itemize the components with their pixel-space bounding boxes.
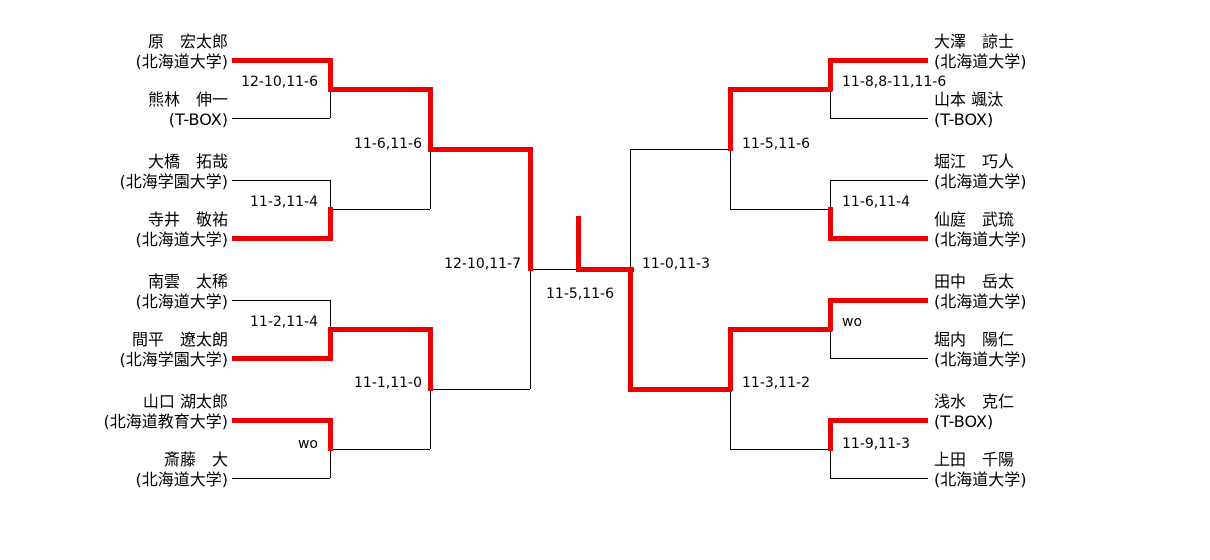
player-affiliation: (北海道大学) xyxy=(135,230,229,249)
winner-path-segment xyxy=(328,87,432,92)
bracket-line xyxy=(232,300,330,301)
player-name: 寺井 敬祐 xyxy=(147,210,228,229)
winner-path-segment xyxy=(828,418,833,451)
bracket-line xyxy=(430,389,530,390)
winner-path-segment xyxy=(628,267,633,391)
winner-path-segment xyxy=(428,87,433,151)
winner-path-segment xyxy=(576,267,634,272)
player-name: 原 宏太郎 xyxy=(147,32,228,51)
bracket-line xyxy=(232,118,330,119)
winner-path-segment xyxy=(728,327,733,391)
match-score: 11-6,11-4 xyxy=(842,194,910,210)
bracket-line xyxy=(830,180,928,181)
match-score: 11-3,11-4 xyxy=(250,194,318,210)
bracket-line xyxy=(730,449,830,450)
player-affiliation: (T-BOX) xyxy=(168,110,228,129)
winner-path-segment xyxy=(232,58,332,63)
player-name: 上田 千陽 xyxy=(934,450,1015,469)
bracket-line xyxy=(730,209,830,210)
player-affiliation: (北海道教育大学) xyxy=(103,412,229,431)
match-score: 11-3,11-2 xyxy=(742,375,810,391)
winner-path-segment xyxy=(528,147,533,271)
player-name: 熊林 伸一 xyxy=(147,90,228,109)
match-score: 11-9,11-3 xyxy=(842,436,910,452)
player-affiliation: (北海道大学) xyxy=(934,172,1027,191)
player-name: 南雲 太稀 xyxy=(147,272,228,291)
bracket-line xyxy=(330,449,430,450)
winner-path-segment xyxy=(628,387,732,392)
match-score: 11-5,11-6 xyxy=(742,136,810,152)
match-score: 11-1,11-0 xyxy=(354,375,422,391)
bracket-line xyxy=(232,478,330,479)
match-score: 12-10,11-6 xyxy=(241,74,318,90)
match-score: 11-0,11-3 xyxy=(642,256,710,272)
match-score: wo xyxy=(842,314,863,330)
winner-path-segment xyxy=(828,298,833,331)
player-name: 山口 湖太郎 xyxy=(142,392,228,411)
player-name: 堀江 巧人 xyxy=(934,152,1015,171)
player-name: 大澤 諒士 xyxy=(934,32,1015,51)
winner-path-segment xyxy=(328,327,333,361)
bracket-line xyxy=(330,209,430,210)
player-name: 田中 岳太 xyxy=(934,272,1015,291)
player-name: 仙庭 武琉 xyxy=(934,210,1015,229)
winner-path-segment xyxy=(828,58,833,91)
player-name: 堀内 陽仁 xyxy=(934,330,1015,349)
winner-path-segment xyxy=(328,418,333,451)
winner-path-segment xyxy=(576,216,581,272)
match-score: 11-6,11-6 xyxy=(354,136,422,152)
winner-path-segment xyxy=(828,58,928,63)
player-affiliation: (北海学園大学) xyxy=(119,172,229,191)
winner-path-segment xyxy=(328,327,432,332)
bracket-line xyxy=(630,149,730,150)
player-affiliation: (北海道大学) xyxy=(135,52,229,71)
winner-path-segment xyxy=(428,147,532,152)
match-score: 12-10,11-7 xyxy=(444,256,521,272)
player-affiliation: (北海道大学) xyxy=(934,350,1027,369)
player-affiliation: (北海道大学) xyxy=(135,470,229,489)
winner-path-segment xyxy=(428,327,433,391)
match-score: 11-2,11-4 xyxy=(250,314,318,330)
player-affiliation: (北海道大学) xyxy=(934,292,1027,311)
winner-path-segment xyxy=(828,298,928,303)
winner-path-segment xyxy=(232,356,332,361)
bracket-line xyxy=(830,118,928,119)
winner-path-segment xyxy=(828,207,833,241)
match-score: 11-8,8-11,11-6 xyxy=(842,74,947,90)
bracket-line xyxy=(232,180,330,181)
winner-path-segment xyxy=(828,418,928,423)
player-affiliation: (北海道大学) xyxy=(934,52,1027,71)
player-affiliation: (北海学園大学) xyxy=(119,350,229,369)
player-affiliation: (T-BOX) xyxy=(934,110,994,129)
player-name: 浅水 克仁 xyxy=(934,392,1015,411)
player-name: 間平 遼太朗 xyxy=(131,330,228,349)
winner-path-segment xyxy=(232,418,332,423)
final-score: 11-5,11-6 xyxy=(546,286,614,302)
player-name: 山本 颯汰 xyxy=(934,90,1004,109)
player-name: 斎藤 大 xyxy=(163,450,228,469)
player-affiliation: (T-BOX) xyxy=(934,412,994,431)
player-name: 大橋 拓哉 xyxy=(147,152,228,171)
bracket-line xyxy=(830,358,928,359)
bracket-line xyxy=(830,478,928,479)
winner-path-segment xyxy=(232,236,332,241)
winner-path-segment xyxy=(728,327,832,332)
match-score: wo xyxy=(297,436,318,452)
player-affiliation: (北海道大学) xyxy=(934,470,1027,489)
winner-path-segment xyxy=(728,87,832,92)
player-affiliation: (北海道大学) xyxy=(934,230,1027,249)
winner-path-segment xyxy=(328,207,333,241)
winner-path-segment xyxy=(328,58,333,91)
winner-path-segment xyxy=(728,87,733,151)
winner-path-segment xyxy=(828,236,928,241)
player-affiliation: (北海道大学) xyxy=(135,292,229,311)
